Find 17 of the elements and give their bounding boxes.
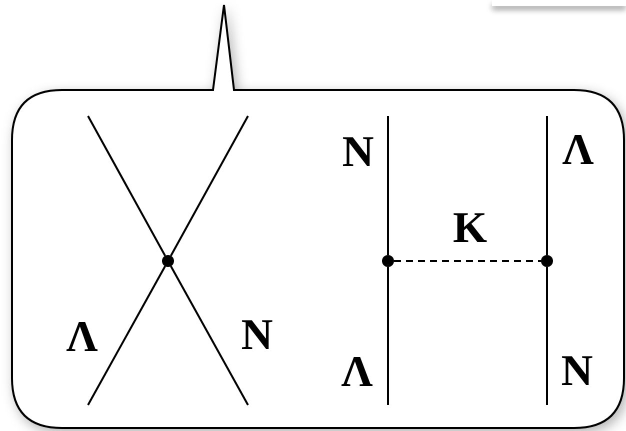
- particle-line: [546, 267, 548, 405]
- edge-label: Λ: [341, 350, 373, 394]
- particle-line: [546, 116, 548, 255]
- particle-line: [387, 267, 389, 405]
- particle-line: [387, 116, 389, 255]
- particle-line: [87, 266, 166, 406]
- edge-label: Λ: [562, 128, 594, 172]
- dashed-propagator-line: [394, 260, 541, 262]
- callout-bubble: [10, 3, 626, 431]
- edge-label: N: [241, 313, 273, 357]
- particle-line: [170, 266, 249, 406]
- edge-label: N: [342, 130, 374, 174]
- particle-line: [87, 116, 166, 256]
- particle-line: [170, 116, 249, 256]
- edge-label: N: [561, 349, 593, 393]
- edge-label: Λ: [66, 315, 98, 359]
- edge-label: K: [452, 206, 488, 250]
